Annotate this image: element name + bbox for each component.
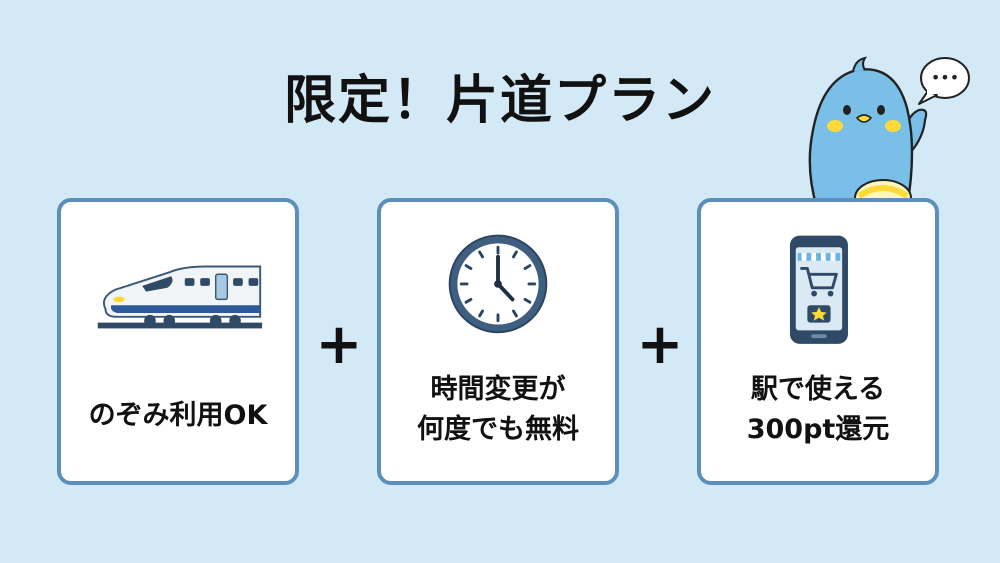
bird-mascot: •••	[808, 56, 970, 208]
bullet-train-icon	[97, 265, 263, 329]
feature-card-nozomi: のぞみ利用OK	[57, 198, 299, 485]
card-label-time-change: 時間変更が 何度でも無料	[417, 374, 579, 445]
speech-bubble-icon: •••	[918, 57, 970, 105]
plus-symbol-2: +	[636, 312, 684, 377]
feature-card-time-change: 時間変更が 何度でも無料	[377, 198, 619, 485]
feature-card-points: 駅で使える 300pt還元	[697, 198, 939, 485]
card-label-points: 駅で使える 300pt還元	[746, 374, 890, 445]
clock-icon	[448, 234, 548, 334]
page-title: 限定！片道プラン	[283, 71, 716, 131]
plus-symbol-1: +	[315, 312, 363, 377]
smartphone-shopping-icon	[789, 235, 848, 344]
speech-bubble-dots: •••	[931, 68, 959, 87]
card-label-nozomi: のぞみ利用OK	[88, 400, 268, 431]
